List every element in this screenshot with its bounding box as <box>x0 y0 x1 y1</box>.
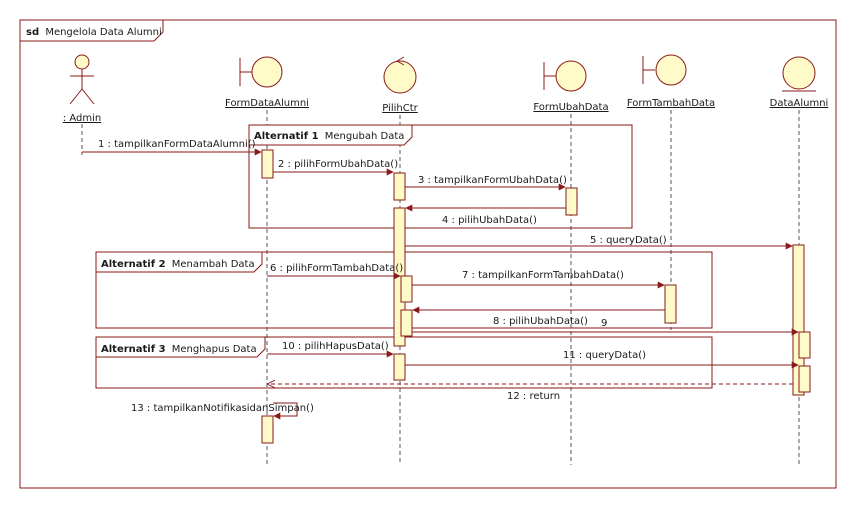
fragment-alt2-keyword: Alternatif 2 <box>101 259 166 270</box>
boundary-formtambahdata-icon <box>642 54 687 86</box>
activation-pilihctr-3 <box>400 275 413 303</box>
fragment-alt1: Alternatif 1 Mengubah Data <box>248 124 633 229</box>
frame-title-tab <box>19 19 164 42</box>
svg-text:Alternatif 1 Mengubah Da: Alternatif 1 Mengubah Data <box>254 131 404 142</box>
message-4-label: 4 : pilihUbahData() <box>442 215 537 226</box>
activation-pilihctr-4 <box>400 309 413 337</box>
message-11-label: 11 : queryData() <box>563 350 646 361</box>
message-5-label: 5 : queryData() <box>590 235 667 246</box>
activation-formtambahdata-1 <box>664 284 677 324</box>
message-13-label: 13 : tampilkanNotifikasidanSimpan() <box>131 403 314 414</box>
entity-dataalumni-icon <box>782 56 816 92</box>
activation-formdataalumni-1 <box>261 149 274 179</box>
lifeline-dataalumni-name: DataAlumni <box>770 98 829 109</box>
fragment-alt3-keyword: Alternatif 3 <box>101 344 166 355</box>
lifeline-pilihctr-name: PilihCtr <box>382 103 418 114</box>
svg-text:Alternatif 3 Menghapus D: Alternatif 3 Menghapus Data <box>101 344 257 355</box>
activation-dataalumni-3 <box>798 365 811 393</box>
activation-formdataalumni-2 <box>261 415 274 444</box>
diagram-frame <box>19 19 837 489</box>
fragment-alt3-text: Menghapus Data <box>172 344 257 355</box>
boundary-formdataalumni-icon <box>239 56 283 88</box>
fragment-alt1-keyword: Alternatif 1 <box>254 131 319 142</box>
message-3-label: 3 : tampilkanFormUbahData() <box>418 175 567 186</box>
message-13-arrow <box>273 402 298 420</box>
activation-pilihctr-5 <box>393 353 406 381</box>
control-pilihctr-icon <box>383 56 417 94</box>
lifeline-formdataalumni-name: FormDataAlumni <box>225 98 309 109</box>
svg-text:sd Mengelola Data Alumni: sd Mengelola Data Alumni <box>26 27 162 38</box>
frame-title: Mengelola Data Alumni <box>45 27 161 38</box>
message-7-label: 7 : tampilkanFormTambahData() <box>462 270 624 281</box>
message-1-label: 1 : tampilkanFormDataAlumni() <box>98 139 256 150</box>
actor-admin-icon <box>69 54 95 105</box>
message-8-label: 8 : pilihUbahData() <box>493 316 588 327</box>
activation-dataalumni-1 <box>792 244 805 396</box>
frame-prefix: sd <box>26 27 39 38</box>
message-9-label: 9 <box>601 318 607 329</box>
activation-formubahdata-1 <box>565 187 578 216</box>
activation-dataalumni-2 <box>798 331 811 359</box>
fragment-alt3: Alternatif 3 Menghapus Data <box>95 336 713 389</box>
lifeline-admin-name: : Admin <box>63 113 101 124</box>
lifeline-formtambahdata-name: FormTambahData <box>627 98 715 109</box>
message-2-label: 2 : pilihFormUbahData() <box>278 159 398 170</box>
message-12-label: 12 : return <box>507 391 560 402</box>
message-6-label: 6 : pilihFormTambahData() <box>270 263 403 274</box>
message-10-label: 10 : pilihHapusData() <box>282 341 389 352</box>
boundary-formubahdata-icon <box>543 60 587 92</box>
fragment-alt1-text: Mengubah Data <box>325 131 405 142</box>
lifeline-formubahdata-name: FormUbahData <box>533 102 608 113</box>
svg-text:Alternatif 2 Menambah Da: Alternatif 2 Menambah Data <box>101 259 255 270</box>
activation-pilihctr-1 <box>393 172 406 201</box>
fragment-alt2-text: Menambah Data <box>172 259 255 270</box>
